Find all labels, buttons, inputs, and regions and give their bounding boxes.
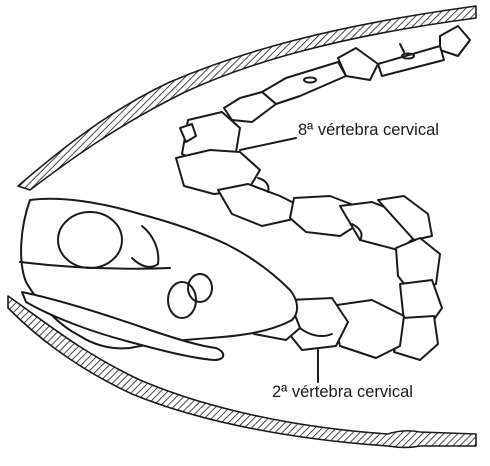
- leader-line-8: [240, 138, 296, 150]
- label-8th-cervical-vertebra: 8ª vértebra cervical: [298, 122, 439, 139]
- label-2nd-cervical-vertebra: 2ª vértebra cervical: [272, 384, 413, 401]
